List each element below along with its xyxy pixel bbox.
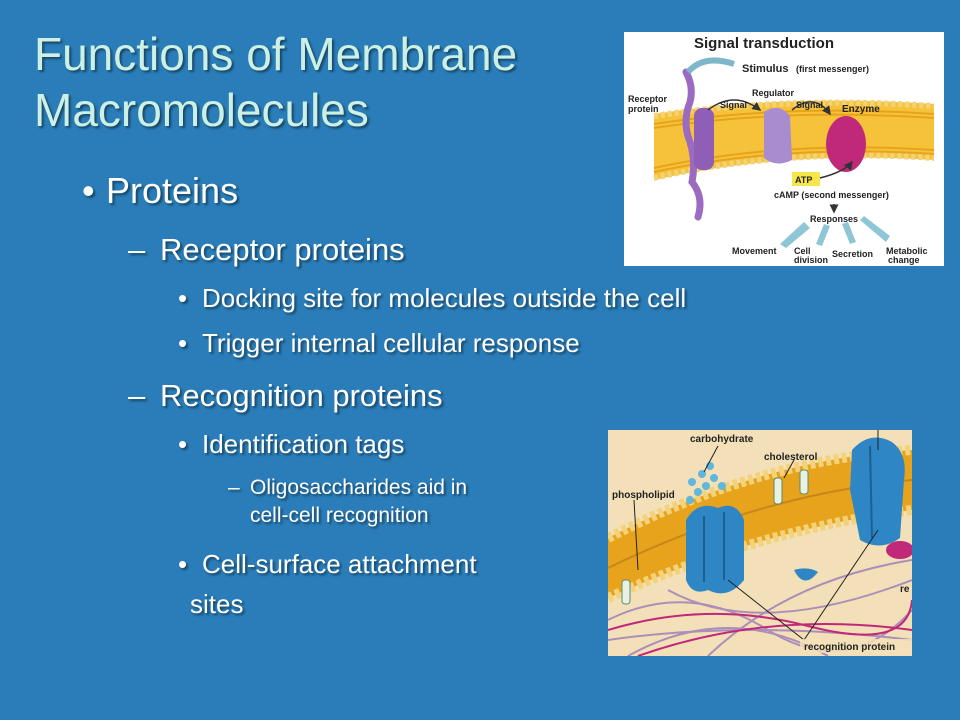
- attachment-line-1: Cell-surface attachment: [202, 549, 477, 579]
- bullet-proteins: • Proteins: [82, 170, 238, 212]
- receptor-label-1: Receptor: [628, 94, 668, 104]
- bullet-receptor-text: Receptor proteins: [160, 232, 405, 267]
- camp-label: cAMP (second messenger): [774, 190, 889, 200]
- bullet-attachment-sites: • Cell-surface attachment sites: [178, 544, 477, 624]
- regulator-label: Regulator: [752, 88, 795, 98]
- bullet-trigger-text: Trigger internal cellular response: [202, 328, 580, 358]
- signal-transduction-figure: Signal transduction Stimulus (first mess…: [624, 32, 944, 266]
- bullet-dash: –: [128, 232, 146, 267]
- bullet-dash: –: [228, 476, 240, 499]
- oligo-line-2: cell-cell recognition: [250, 504, 429, 527]
- signal-label-2: Signal: [796, 100, 823, 110]
- stimulus-arrow: [685, 57, 735, 75]
- enzyme-shape: [826, 116, 866, 172]
- bullet-trigger-response: • Trigger internal cellular response: [178, 328, 580, 359]
- bullet-recognition-proteins: –Recognition proteins: [128, 378, 443, 414]
- filaments: [608, 599, 912, 656]
- receptor-label-2: protein: [628, 104, 659, 114]
- bullet-recognition-text: Recognition proteins: [160, 378, 443, 413]
- bullet-dot: •: [178, 429, 188, 459]
- regulator-shape: [764, 107, 792, 164]
- secretion-label: Secretion: [832, 249, 873, 259]
- signal-label-1: Signal: [720, 100, 747, 110]
- responses-label: Responses: [810, 214, 858, 224]
- metabolic-label-1: Metabolic: [886, 246, 928, 256]
- cut-off-label: re: [900, 584, 910, 595]
- carbohydrate-label: carbohydrate: [690, 434, 754, 445]
- stimulus-label: Stimulus: [742, 63, 788, 75]
- bullet-identification-text: Identification tags: [202, 429, 405, 459]
- movement-label: Movement: [732, 246, 777, 256]
- cell-division-label-1: Cell: [794, 246, 811, 256]
- bullet-docking-site: • Docking site for molecules outside the …: [178, 283, 686, 314]
- receptor-protein-shape: [682, 68, 714, 221]
- metabolic-label-2: change: [888, 255, 920, 265]
- oligo-line-1: Oligosaccharides aid in: [250, 476, 468, 499]
- cholesterol-molecules: [621, 469, 809, 605]
- bullet-receptor-proteins: –Receptor proteins: [128, 232, 405, 268]
- bullet-proteins-text: Proteins: [106, 170, 239, 211]
- signal-title: Signal transduction: [694, 35, 834, 52]
- bullet-oligosaccharides: –Oligosaccharides aid in cell-cell recog…: [228, 474, 467, 530]
- phospholipid-label: phospholipid: [612, 490, 675, 501]
- cell-division-label-2: division: [794, 255, 828, 265]
- atp-label: ATP: [795, 175, 812, 185]
- bullet-docking-text: Docking site for molecules outside the c…: [202, 283, 687, 313]
- bullet-dot: •: [178, 549, 188, 579]
- bullet-dot: •: [178, 283, 188, 313]
- title-line-1: Functions of Membrane: [34, 28, 518, 80]
- enzyme-label: Enzyme: [842, 104, 880, 115]
- first-messenger-label: (first messenger): [796, 64, 869, 74]
- cholesterol-label: cholesterol: [764, 452, 818, 463]
- bullet-dot: •: [178, 328, 188, 358]
- slide-title: Functions of Membrane Macromolecules: [34, 26, 604, 138]
- membrane-diagram: carbohydrate cholesterol phospholipid re…: [608, 430, 912, 656]
- bullet-dash: –: [128, 378, 146, 413]
- attachment-line-2: sites: [190, 589, 244, 619]
- recognition-protein-label: recognition protein: [804, 642, 895, 653]
- signal-transduction-diagram: Signal transduction Stimulus (first mess…: [628, 35, 935, 265]
- bullet-identification-tags: • Identification tags: [178, 429, 404, 460]
- membrane-proteins: [686, 437, 912, 594]
- membrane-figure: carbohydrate cholesterol phospholipid re…: [608, 430, 912, 656]
- leader-lines: [633, 430, 879, 641]
- title-line-2: Macromolecules: [34, 84, 369, 136]
- bullet-dot: •: [82, 170, 95, 211]
